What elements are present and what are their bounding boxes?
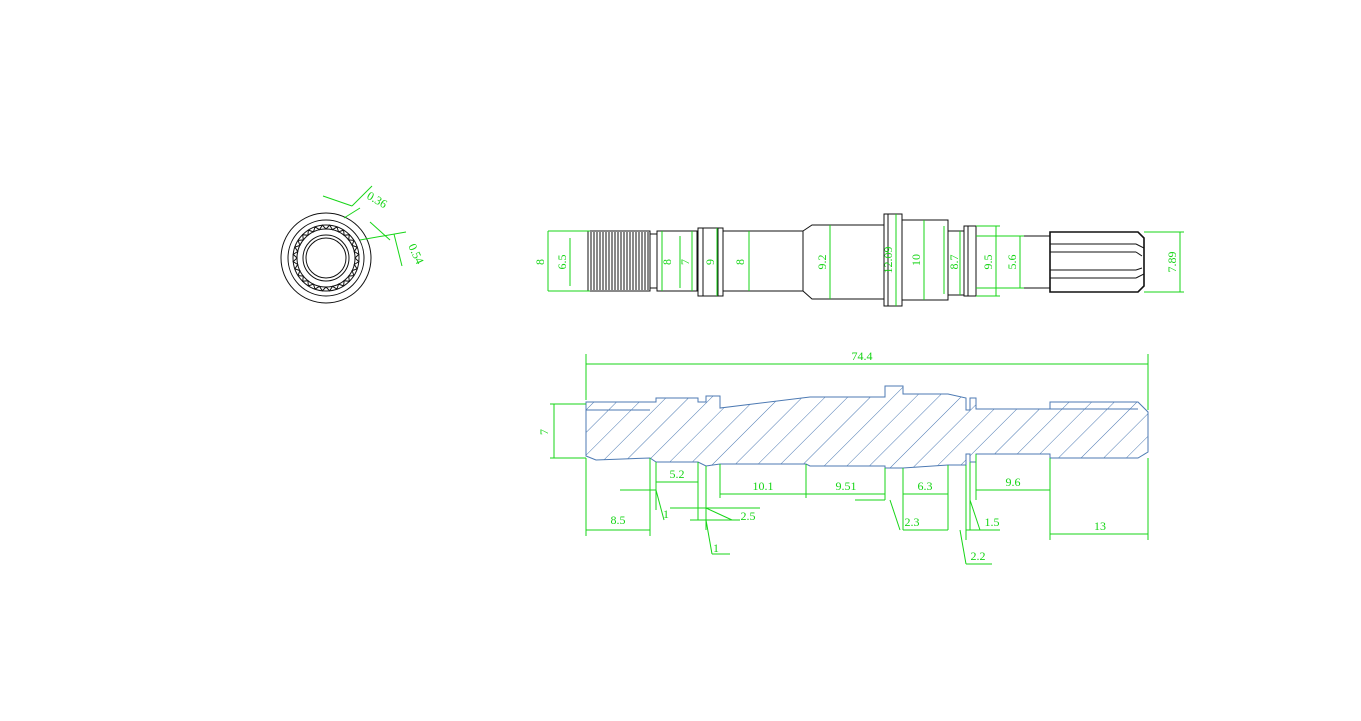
side-dim-6: 9.2	[815, 255, 829, 270]
end-view-shoulder-circle	[287, 219, 365, 297]
section-dim-5: 10.1	[753, 479, 774, 493]
end-view-outer-circle	[280, 212, 372, 304]
section-dim-8: 2.3	[905, 515, 920, 529]
end-view: 0.36 0.54	[280, 185, 427, 304]
end-view-spline-teeth	[292, 224, 360, 292]
side-dim-10: 9.5	[981, 255, 995, 270]
section-dim-3: 1	[713, 541, 719, 555]
side-dim-12: 7.89	[1165, 252, 1179, 273]
section-dim-9: 9.6	[1006, 475, 1021, 489]
end-view-dim-1: 0.54	[405, 241, 427, 266]
left-spline-teeth	[590, 232, 649, 290]
height-label: 7	[537, 429, 551, 435]
end-view-spline-outer	[292, 224, 360, 292]
shoulder	[901, 219, 949, 301]
side-dim-3: 7	[678, 259, 692, 265]
side-view: 8 6.5 8 7 9 8 9.2 12.09 10 8.7 9.5 5.6 7…	[533, 213, 1184, 307]
side-dim-11: 5.6	[1005, 255, 1019, 270]
section-dim-4: 8.5	[611, 513, 626, 527]
side-dim-4: 9	[703, 259, 717, 265]
section-dim-10: 1.5	[985, 515, 1000, 529]
section-dim-7: 6.3	[918, 479, 933, 493]
end-view-leader	[393, 233, 403, 267]
end-view-leader	[322, 195, 353, 207]
section-dim-2: 2.5	[741, 509, 756, 523]
journal-1	[656, 230, 698, 292]
side-dim-1: 6.5	[555, 255, 569, 270]
end-view-leader	[369, 221, 391, 241]
end-view-bore	[302, 234, 350, 282]
section-dim-0: 5.2	[670, 467, 685, 481]
journal-2	[722, 230, 804, 292]
groove-collar	[963, 225, 977, 297]
side-dim-8: 10	[909, 254, 923, 266]
side-dim-9: 8.7	[947, 255, 961, 270]
side-dim-5: 8	[733, 259, 747, 265]
end-view-leader	[351, 185, 373, 207]
side-dim-7: 12.09	[881, 247, 895, 274]
section-dim-12: 13	[1094, 519, 1106, 533]
end-view-bore-inner	[305, 237, 347, 279]
end-view-leader	[359, 231, 407, 241]
section-dim-1: 1	[663, 507, 669, 521]
end-view-dim-0: 0.36	[365, 188, 390, 211]
overall-length-label: 74.4	[852, 349, 873, 363]
left-spline-body	[587, 230, 651, 292]
right-spline-end	[1049, 231, 1145, 293]
side-dim-2: 8	[660, 259, 674, 265]
section-dim-6: 9.51	[836, 479, 857, 493]
side-dim-0: 8	[533, 259, 547, 265]
end-view-leader	[343, 207, 361, 219]
section-dim-11: 2.2	[971, 549, 986, 563]
section-view: 74.4 7	[537, 349, 1149, 565]
